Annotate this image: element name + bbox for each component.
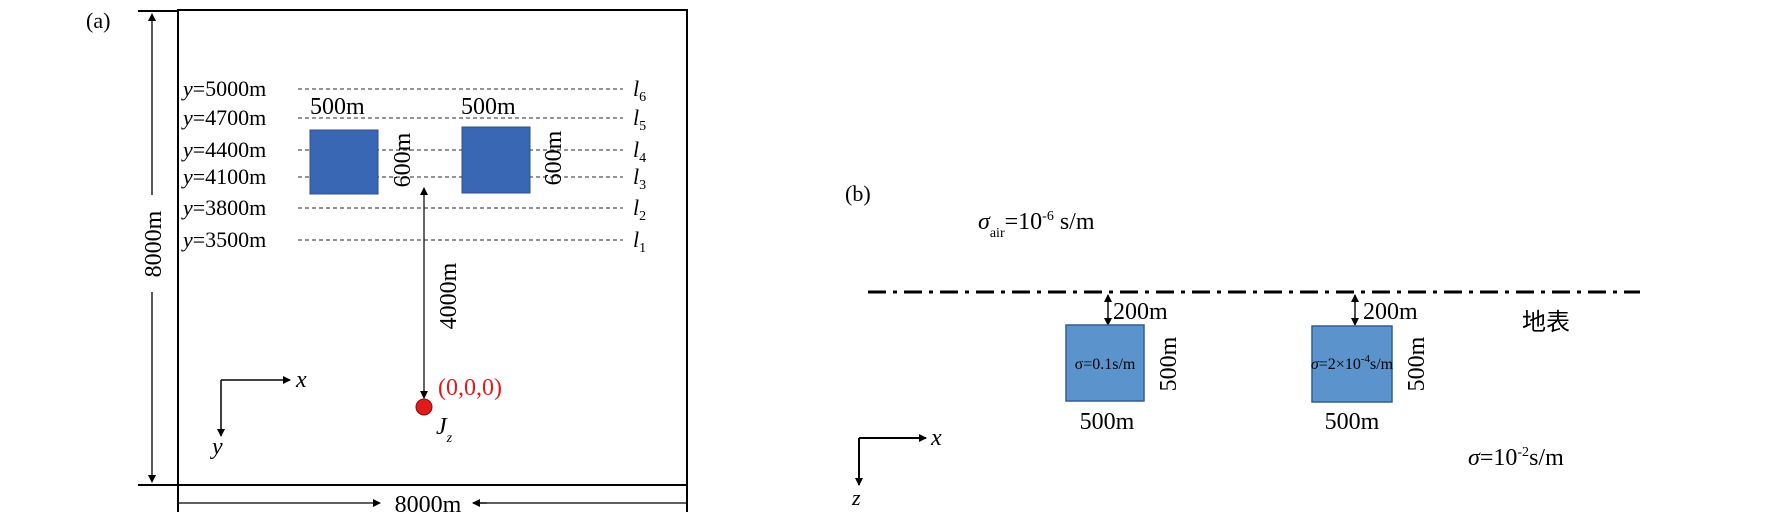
svg-text:y=4100m: y=4100m: [181, 164, 266, 189]
survey-line: y=4400m l4: [181, 137, 646, 166]
background-sigma: σ: [1468, 445, 1481, 471]
block-2-depth-label: 200m: [1363, 299, 1418, 325]
svg-text:σ=2×10-4s/m: σ=2×10-4s/m: [1311, 353, 1394, 373]
block-2-height-label: 500m: [1404, 336, 1430, 391]
svg-text:y=3500m: y=3500m: [181, 227, 266, 252]
svg-text:y=4400m: y=4400m: [181, 137, 266, 162]
block-2-sigma: σ: [1311, 356, 1320, 373]
line-y-value: =5000m: [193, 76, 267, 101]
line-index: 6: [639, 90, 646, 105]
line-letter: l: [633, 105, 639, 130]
origin-label: (0,0,0): [438, 375, 502, 401]
line-y-value: =4400m: [193, 137, 267, 162]
air-subscript: air: [990, 226, 1005, 241]
survey-line: y=3800m l2: [181, 195, 646, 224]
svg-text:l2: l2: [633, 195, 646, 224]
line-letter: l: [633, 137, 639, 162]
x-axis-label: x: [930, 425, 942, 451]
air-unit: s/m: [1054, 209, 1095, 235]
line-y-prefix: y: [181, 137, 193, 162]
y-axis-label: y: [210, 434, 223, 460]
line-y-prefix: y: [181, 164, 193, 189]
conductive-block-1: [1065, 324, 1145, 402]
surface-label: 地表: [1522, 308, 1570, 336]
line-y-value: =3500m: [193, 227, 267, 252]
svg-text:σair=10-6 s/m: σair=10-6 s/m: [978, 209, 1095, 241]
block-2-unit: s/m: [1370, 356, 1394, 373]
air-exponent: -6: [1042, 209, 1054, 224]
block-2-exponent: -4: [1361, 353, 1371, 365]
line-letter: l: [633, 76, 639, 101]
distance-label: 4000m: [436, 262, 462, 329]
survey-line: y=3500m l1: [181, 227, 646, 256]
svg-text:l4: l4: [633, 137, 646, 166]
x-axis-label: x: [295, 367, 307, 393]
survey-line: y=4100m l3: [181, 164, 646, 193]
block-2-height-label: 600m: [541, 130, 567, 185]
svg-text:y=4700m: y=4700m: [181, 105, 266, 130]
panel-b-label: (b): [845, 181, 871, 206]
block-1-height-label: 500m: [1156, 336, 1182, 391]
survey-line: y=5000m l6: [181, 76, 646, 105]
line-y-prefix: y: [181, 195, 193, 220]
air-sigma: σ: [978, 209, 991, 235]
vertical-dimension: 8000m: [138, 10, 178, 486]
survey-lines: y=5000m l6 y=4700m l5 y=4400m l4 y=4100m…: [181, 76, 646, 256]
svg-text:y=3800m: y=3800m: [181, 195, 266, 220]
anomaly-block-1: [309, 129, 379, 195]
background-exponent: -2: [1517, 445, 1529, 460]
svg-text:Jz: Jz: [436, 414, 453, 446]
horizontal-size-label: 8000m: [395, 492, 462, 518]
line-y-prefix: y: [181, 105, 193, 130]
line-index: 2: [639, 209, 646, 224]
survey-line: y=4700m l5: [181, 105, 646, 134]
svg-text:l6: l6: [633, 76, 646, 105]
line-index: 1: [639, 241, 646, 256]
line-index: 4: [639, 151, 646, 166]
air-equals: =10: [1005, 209, 1043, 235]
anomaly-block-2: [461, 126, 531, 194]
svg-text:l1: l1: [633, 227, 646, 256]
block-2-width-label: 500m: [461, 94, 516, 120]
svg-text:l5: l5: [633, 105, 646, 134]
block-1-width-label: 500m: [310, 94, 365, 120]
vertical-size-label: 8000m: [141, 210, 167, 277]
block-1-height-label: 600m: [390, 132, 416, 187]
svg-text:l3: l3: [633, 164, 646, 193]
line-y-value: =4100m: [193, 164, 267, 189]
background-equals: =10: [1480, 445, 1518, 471]
line-y-value: =3800m: [193, 195, 267, 220]
panel-b: (b) σair=10-6 s/m 地表 200m 200m σ=0.1s/m …: [845, 181, 1640, 510]
svg-text:y=5000m: y=5000m: [181, 76, 266, 101]
block-1-conductivity: σ=0.1s/m: [1075, 356, 1136, 373]
line-letter: l: [633, 195, 639, 220]
source-subscript: z: [446, 431, 453, 446]
panel-a: (a) 8000m 8000m y=5000m l6: [86, 8, 688, 518]
axes-xy: x y: [210, 367, 307, 460]
block-2-equals: =2×10: [1319, 356, 1361, 373]
z-axis-label: z: [851, 485, 861, 510]
line-y-prefix: y: [181, 76, 193, 101]
source-label: J: [436, 414, 448, 440]
conductive-block-2: [1311, 325, 1393, 403]
domain-boundary: [177, 9, 688, 486]
horizontal-dimension: 8000m: [177, 485, 688, 518]
svg-text:σ=10-2s/m: σ=10-2s/m: [1468, 445, 1564, 471]
axes-xz: x z: [851, 425, 942, 510]
block-2-width-label: 500m: [1325, 409, 1380, 435]
line-index: 3: [639, 178, 646, 193]
line-y-prefix: y: [181, 227, 193, 252]
line-letter: l: [633, 227, 639, 252]
line-letter: l: [633, 164, 639, 189]
background-unit: s/m: [1529, 445, 1564, 471]
block-1-width-label: 500m: [1080, 409, 1135, 435]
block-1-depth-label: 200m: [1113, 299, 1168, 325]
line-y-value: =4700m: [193, 105, 267, 130]
line-index: 5: [639, 119, 646, 134]
panel-a-label: (a): [86, 8, 110, 33]
source-marker: [415, 398, 433, 416]
